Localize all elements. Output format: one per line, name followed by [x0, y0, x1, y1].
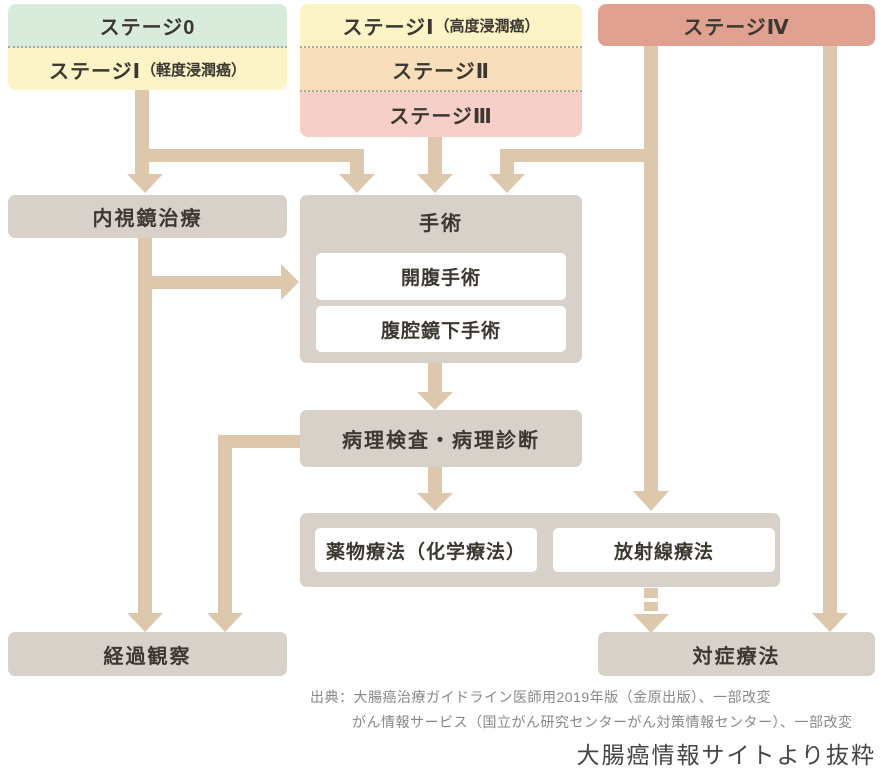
connector-stage0-to-endoscopy	[127, 88, 163, 193]
palliative-label: 対症療法	[692, 645, 781, 668]
laparoscopic-surgery-label: 腹腔鏡下手術	[380, 320, 501, 342]
stage-1-severe-box: ステージⅠ （高度浸潤癌）	[300, 4, 582, 48]
source-line-1: 出典：大腸癌治療ガイドライン医師用2019年版（金原出版）、一部改変	[310, 689, 772, 705]
connector-endoscopy-to-surgery	[145, 264, 299, 300]
stage-2-label: ステージⅡ	[392, 60, 490, 83]
radiotherapy-box: 放射線療法	[553, 528, 775, 572]
stage-1-mild-box: ステージⅠ （軽度浸潤癌）	[8, 48, 287, 90]
stage-1-severe-label: ステージⅠ	[342, 16, 435, 39]
chemotherapy-label: 薬物療法（化学療法）	[325, 541, 526, 563]
stage-4-box: ステージⅣ	[598, 4, 875, 46]
open-surgery-label: 開腹手術	[400, 268, 481, 289]
followup-box: 経過観察	[8, 632, 287, 676]
attribution-text: 大腸癌情報サイトより抜粋	[576, 743, 876, 768]
source-line-2: がん情報サービス（国立がん研究センターがん対策情報センター）、一部改変	[352, 714, 853, 730]
connector-stage4-branch-to-surgery	[489, 149, 645, 193]
stage-1-severe-sublabel: （高度浸潤癌）	[434, 17, 540, 35]
open-surgery-box: 開腹手術	[316, 253, 566, 300]
stage-group-middle: ステージⅠ （高度浸潤癌） ステージⅡ ステージⅢ	[300, 4, 582, 137]
stage-0-label: ステージ0	[99, 16, 196, 39]
connector-stage0-branch-to-surgery	[135, 149, 375, 193]
laparoscopic-surgery-box: 腹腔鏡下手術	[316, 306, 566, 352]
stage-group-left: ステージ0 ステージⅠ （軽度浸潤癌）	[8, 4, 287, 90]
stage-3-label: ステージⅢ	[389, 106, 493, 128]
chemo-radiation-container: 薬物療法（化学療法） 放射線療法	[300, 513, 780, 587]
surgery-box: 手術 開腹手術 腹腔鏡下手術	[300, 195, 582, 363]
stage-4-label: ステージⅣ	[683, 16, 790, 39]
stage-1-mild-label: ステージⅠ	[48, 60, 142, 83]
connector-radiotherapy-to-palliative-dashed	[633, 588, 669, 633]
pathology-label: 病理検査・病理診断	[342, 430, 540, 452]
endoscopic-treatment-label: 内視鏡治療	[92, 208, 203, 230]
stage-0-box: ステージ0	[8, 4, 287, 48]
stage-3-box: ステージⅢ	[300, 92, 582, 137]
chemotherapy-box: 薬物療法（化学療法）	[315, 528, 537, 572]
endoscopic-treatment-box: 内視鏡治療	[8, 195, 287, 238]
connector-surgery-to-pathology	[417, 363, 453, 410]
connector-stage4-to-palliative	[812, 46, 848, 632]
radiotherapy-label: 放射線療法	[613, 541, 714, 563]
surgery-label: 手術	[419, 213, 463, 235]
connector-pathology-to-followup	[207, 435, 300, 632]
connector-stage123-to-surgery	[417, 133, 453, 193]
connector-pathology-to-chemo	[417, 467, 453, 511]
pathology-box: 病理検査・病理診断	[300, 410, 582, 467]
connector-endoscopy-to-followup	[127, 238, 163, 632]
followup-label: 経過観察	[103, 645, 192, 668]
stage-1-mild-sublabel: （軽度浸潤癌）	[141, 61, 247, 79]
palliative-box: 対症療法	[598, 632, 875, 676]
stage-2-box: ステージⅡ	[300, 48, 582, 92]
connector-stage4-to-radiotherapy	[633, 46, 669, 511]
